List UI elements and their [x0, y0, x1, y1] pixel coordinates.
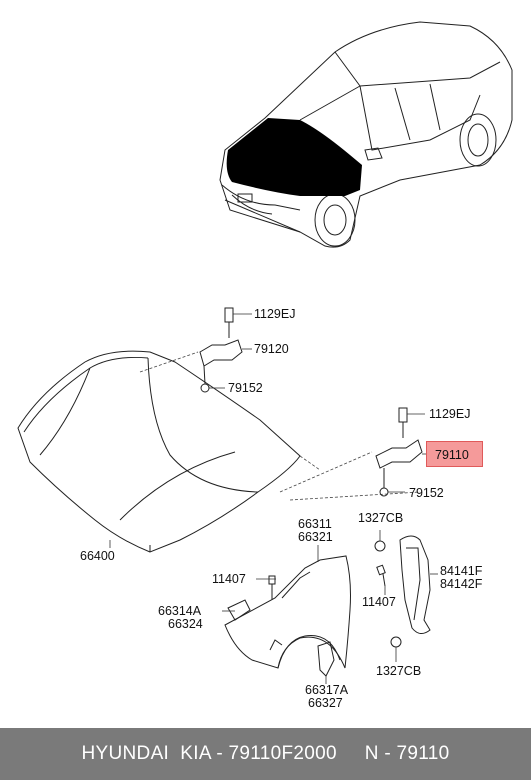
label-bolt-11407-left: 11407 — [212, 572, 246, 586]
hinge-left-part — [199, 307, 243, 393]
bracket-66314a — [227, 599, 251, 621]
label-bolt-11407-right: 11407 — [362, 595, 396, 609]
bracket-66317a — [317, 641, 335, 677]
leader-line-labels — [209, 313, 252, 389]
label-nut-79152-right: 79152 — [409, 486, 444, 500]
label-bracket-66314a: 66314A — [158, 604, 202, 618]
leader-lines — [139, 351, 421, 501]
footer-text: HYUNDAI KIA - 79110F2000 N - 79110 — [81, 743, 450, 764]
car-illustration — [219, 21, 513, 248]
label-bracket-66327: 66327 — [308, 696, 343, 710]
highlight-label-svg: 79110 — [435, 448, 469, 462]
hood-part — [17, 350, 301, 553]
label-hinge-79110: 79110 — [435, 448, 469, 462]
liner-part — [374, 535, 431, 648]
label-clip-1327cb-bottom: 1327CB — [376, 664, 421, 678]
label-bracket-66324: 66324 — [168, 617, 203, 631]
footer-bar: HYUNDAI KIA - 79110F2000 N - 79110 — [0, 728, 531, 780]
hinge-right-part — [375, 407, 423, 497]
label-liner-84142f: 84142F — [440, 577, 483, 591]
leader-lines-fender — [109, 530, 438, 684]
label-bolt-1129ej-right: 1129EJ — [429, 407, 470, 421]
label-hood-66400: 66400 — [80, 549, 115, 563]
fender-part — [224, 555, 351, 669]
fender-bolts — [268, 564, 386, 600]
label-bolt-1129ej-left: 1129EJ — [254, 307, 295, 321]
label-nut-79152-left: 79152 — [228, 381, 263, 395]
label-fender-66311: 66311 — [298, 517, 332, 531]
label-clip-1327cb-top: 1327CB — [358, 511, 403, 525]
label-liner-84141f: 84141F — [440, 564, 483, 578]
highlighted-part-79110: 79110 — [426, 441, 483, 467]
label-hinge-79120: 79120 — [254, 342, 289, 356]
leader-line-labels-right — [388, 413, 428, 493]
car-hood-highlight — [226, 118, 362, 196]
parts-diagram: 1129EJ 79120 79152 1129EJ 79152 66400 66… — [17, 21, 513, 710]
label-bracket-66317a: 66317A — [305, 683, 349, 697]
label-fender-66321: 66321 — [298, 530, 333, 544]
